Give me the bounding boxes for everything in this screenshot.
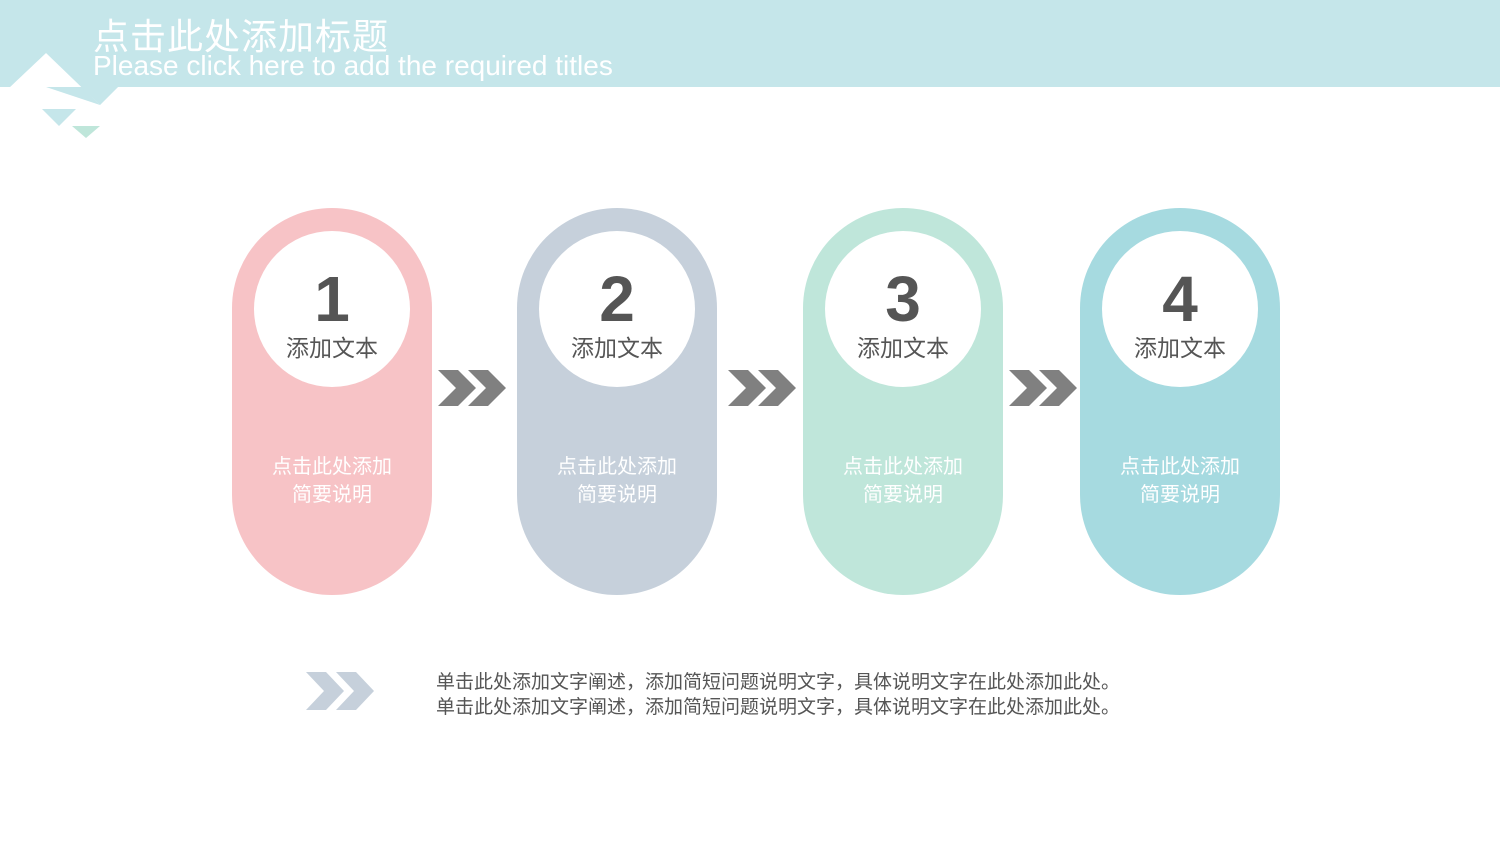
step-number: 4: [1162, 263, 1198, 335]
step-label[interactable]: 添加文本: [857, 336, 949, 362]
step-number: 3: [885, 263, 921, 335]
double-chevron-right-icon: [306, 672, 374, 710]
step-description[interactable]: 点击此处添加简要说明: [1120, 454, 1240, 506]
step-circle: 3 添加文本: [825, 231, 981, 387]
step-card-3: 3 添加文本 点击此处添加简要说明: [803, 208, 1003, 595]
step-card-2: 2 添加文本 点击此处添加简要说明: [517, 208, 717, 595]
step-card-1: 1 添加文本 点击此处添加简要说明: [232, 208, 432, 595]
step-card-4: 4 添加文本 点击此处添加简要说明: [1080, 208, 1280, 595]
header-band: [0, 0, 1500, 87]
step-description[interactable]: 点击此处添加简要说明: [557, 454, 677, 506]
double-chevron-right-icon: [438, 370, 506, 406]
note-line-2: 单击此处添加文字阐述，添加简短问题说明文字，具体说明文字在此处添加此处。: [436, 696, 1121, 718]
header-notch-overlay: [0, 50, 130, 105]
step-circle: 1 添加文本: [254, 231, 410, 387]
page-title[interactable]: 点击此处添加标题: [93, 17, 390, 58]
step-description[interactable]: 点击此处添加简要说明: [272, 454, 392, 506]
step-number: 1: [314, 263, 350, 335]
note-text[interactable]: 单击此处添加文字阐述，添加简短问题说明文字，具体说明文字在此处添加此处。 单击此…: [436, 670, 1120, 720]
page-subtitle[interactable]: Please click here to add the required ti…: [93, 50, 613, 81]
double-chevron-right-icon: [1009, 370, 1077, 406]
step-circle: 4 添加文本: [1102, 231, 1258, 387]
double-chevron-right-icon: [728, 370, 796, 406]
step-description[interactable]: 点击此处添加简要说明: [843, 454, 963, 506]
note-line-1: 单击此处添加文字阐述，添加简短问题说明文字，具体说明文字在此处添加此处。: [436, 671, 1121, 693]
step-label[interactable]: 添加文本: [286, 336, 378, 362]
step-label[interactable]: 添加文本: [571, 336, 663, 362]
step-number: 2: [599, 263, 635, 335]
step-label[interactable]: 添加文本: [1134, 336, 1226, 362]
step-circle: 2 添加文本: [539, 231, 695, 387]
